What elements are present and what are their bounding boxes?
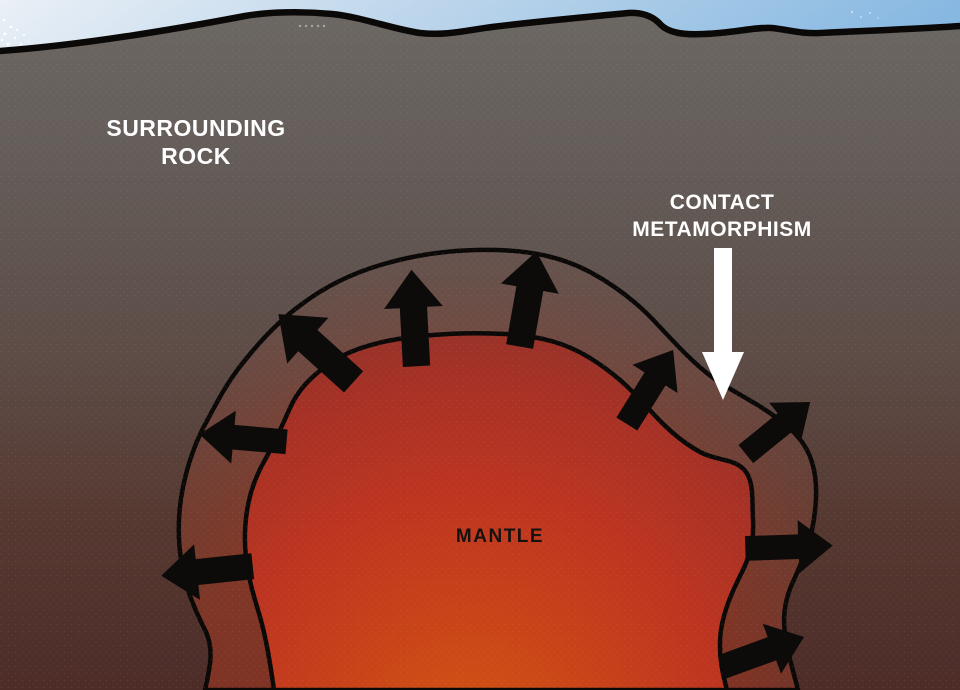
surface-dots	[298, 24, 326, 28]
mantle-label-text: MANTLE	[455, 526, 545, 547]
surrounding-rock-label: SURROUNDING ROCK	[106, 114, 285, 170]
contact-metamorphism-label-line1: CONTACT	[669, 191, 775, 214]
contact-metamorphism-label-line2: METAMORPHISM	[632, 218, 812, 241]
ground-surface-line	[0, 9, 960, 55]
contact-metamorphism-label: CONTACT METAMORPHISM	[632, 189, 811, 243]
pointer-down-arrow	[702, 248, 744, 400]
mantle-label: MANTLE	[456, 526, 544, 548]
surrounding-rock-label-line1: SURROUNDING	[106, 115, 286, 141]
surrounding-rock-label-line2: ROCK	[161, 143, 231, 169]
